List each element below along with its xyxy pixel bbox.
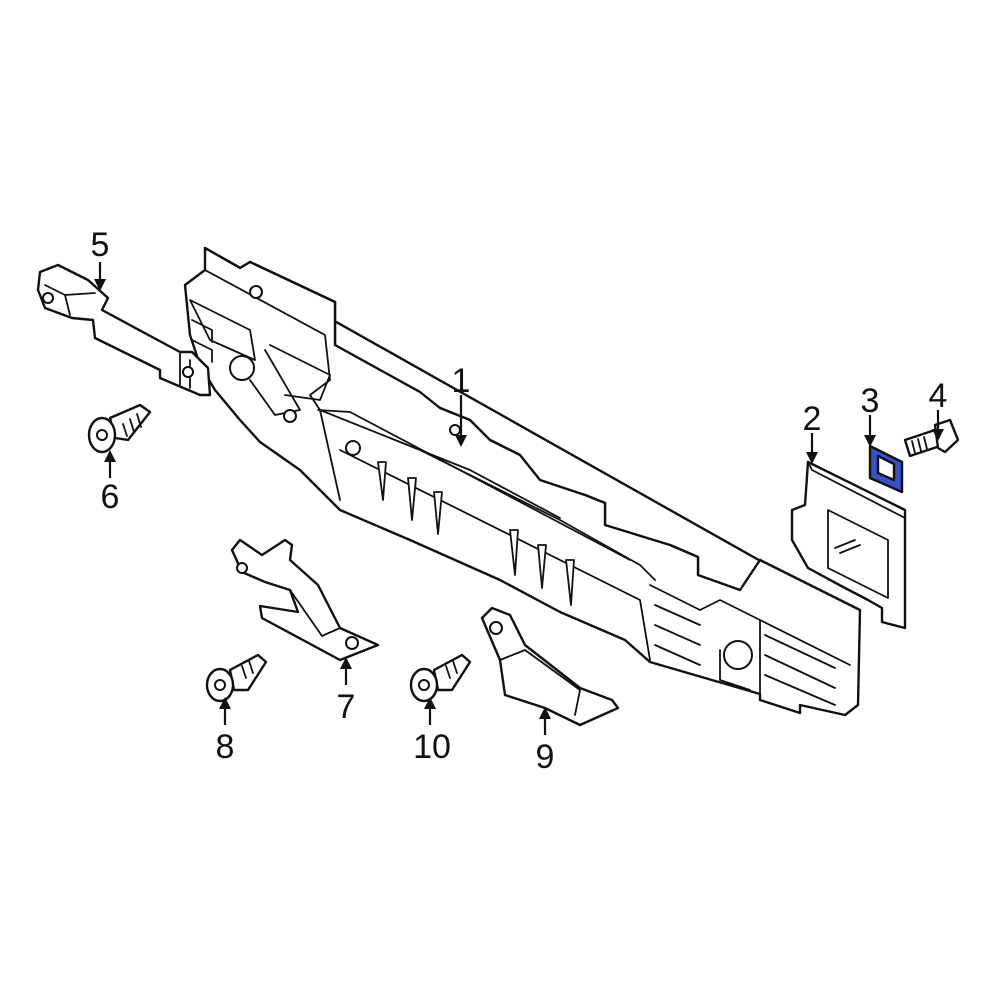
callout-4: 4 [929,377,948,415]
callout-5: 5 [91,226,110,264]
callout-3: 3 [861,382,880,420]
screw-10-part[interactable] [409,653,472,703]
screw-6-part[interactable] [87,403,152,454]
lower-bracket-7-part[interactable] [230,538,380,662]
callout-9: 9 [536,738,555,776]
callout-10: 10 [413,728,451,766]
lower-bracket-9-part[interactable] [480,606,620,727]
pad-part[interactable] [868,444,904,494]
callout-6: 6 [101,478,120,516]
callout-7: 7 [337,688,356,726]
callout-1: 1 [452,362,471,400]
screw-8-part[interactable] [205,653,268,703]
bolt-part[interactable] [903,418,960,458]
callout-leaders [94,262,944,735]
callout-8: 8 [216,728,235,766]
callout-2: 2 [803,400,822,438]
bracket-plate-part[interactable] [790,460,907,630]
energy-absorber-part[interactable] [183,246,862,717]
callout-labels: 1 2 3 4 5 6 7 8 9 10 [91,226,948,776]
side-bracket-part[interactable] [36,263,212,397]
